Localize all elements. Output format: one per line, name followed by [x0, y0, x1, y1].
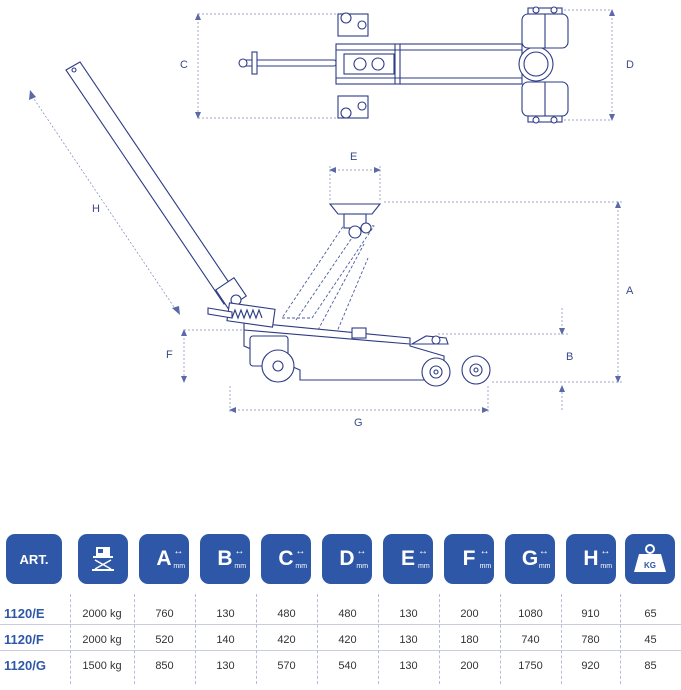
- header-dim-a: A↔ mm: [139, 534, 189, 584]
- col-divider: [500, 594, 501, 684]
- cell-b: 140: [216, 634, 235, 646]
- dim-label-a: A: [626, 285, 634, 297]
- cell-g: 740: [521, 634, 540, 646]
- cell-capacity: 1500 kg: [82, 660, 122, 672]
- cell-c: 570: [277, 660, 296, 672]
- dim-label-e: E: [350, 151, 357, 163]
- row-divider: [0, 624, 681, 625]
- cell-f: 200: [460, 660, 479, 672]
- header-letter-c: C: [278, 547, 294, 570]
- spec-table: ART. A↔mm B↔mm C↔mm D↔mm E↔mm F↔mm G↔mm …: [0, 530, 681, 690]
- header-weight-label: KG: [644, 561, 656, 570]
- dim-label-g: G: [354, 417, 363, 429]
- cell-art: 1120/E: [4, 606, 45, 621]
- header-letter-b: B: [217, 547, 233, 570]
- cell-f: 200: [460, 608, 479, 620]
- cell-h: 920: [581, 660, 600, 672]
- col-divider: [317, 594, 318, 684]
- dim-label-d: D: [626, 59, 634, 71]
- header-letter-d: D: [339, 547, 355, 570]
- double-arrow-icon: ↔: [600, 546, 611, 557]
- col-divider: [439, 594, 440, 684]
- double-arrow-icon: ↔: [356, 546, 367, 557]
- cell-f: 180: [460, 634, 479, 646]
- cell-a: 760: [155, 608, 174, 620]
- cell-kg: 65: [644, 608, 657, 620]
- table-row: 1120/F 2000 kg 520 140 420 420 130 180 7…: [0, 628, 681, 652]
- header-unit-g: mm: [538, 563, 551, 570]
- cell-art: 1120/G: [4, 658, 46, 673]
- col-divider: [256, 594, 257, 684]
- cell-c: 480: [277, 608, 296, 620]
- cell-b: 130: [216, 660, 235, 672]
- header-letter-e: E: [400, 547, 415, 570]
- header-unit-d: mm: [356, 563, 369, 570]
- cell-c: 420: [277, 634, 296, 646]
- double-arrow-icon: ↔: [234, 546, 245, 557]
- header-dim-f: F↔ mm: [444, 534, 494, 584]
- double-arrow-icon: ↔: [538, 546, 549, 557]
- cell-e: 130: [399, 608, 418, 620]
- row-divider: [0, 650, 681, 651]
- dim-label-b: B: [566, 351, 573, 363]
- col-divider: [561, 594, 562, 684]
- table-row: 1120/E 2000 kg 760 130 480 480 130 200 1…: [0, 602, 681, 626]
- double-arrow-icon: ↔: [295, 546, 306, 557]
- double-arrow-icon: ↔: [417, 546, 428, 557]
- dim-label-h: H: [92, 203, 100, 215]
- col-divider: [70, 594, 71, 684]
- table-row: 1120/G 1500 kg 850 130 570 540 130 200 1…: [0, 654, 681, 678]
- col-divider: [195, 594, 196, 684]
- jack-technical-drawing: C D: [29, 6, 634, 429]
- cell-h: 780: [581, 634, 600, 646]
- cell-d: 420: [338, 634, 357, 646]
- dim-label-f: F: [166, 349, 173, 361]
- header-unit-a: mm: [173, 563, 186, 570]
- header-dim-d: D↔ mm: [322, 534, 372, 584]
- cell-h: 910: [581, 608, 600, 620]
- header-letter-g: G: [521, 547, 539, 570]
- cell-e: 130: [399, 660, 418, 672]
- top-view: C D: [180, 6, 634, 124]
- cell-d: 480: [338, 608, 357, 620]
- weight-icon: KG: [634, 544, 666, 572]
- header-unit-c: mm: [295, 563, 308, 570]
- header-unit-f: mm: [479, 563, 492, 570]
- cell-kg: 85: [644, 660, 657, 672]
- cell-capacity: 2000 kg: [82, 634, 122, 646]
- header-letter-a: A: [156, 547, 172, 570]
- lift-capacity-icon: [92, 547, 114, 571]
- cell-b: 130: [216, 608, 235, 620]
- col-divider: [620, 594, 621, 684]
- double-arrow-icon: ↔: [479, 546, 490, 557]
- header-dim-g: G↔ mm: [505, 534, 555, 584]
- cell-a: 850: [155, 660, 174, 672]
- double-arrow-icon: ↔: [173, 546, 184, 557]
- header-letter-f: F: [462, 547, 476, 570]
- cell-kg: 45: [644, 634, 657, 646]
- cell-e: 130: [399, 634, 418, 646]
- dim-label-c: C: [180, 59, 188, 71]
- header-unit-b: mm: [234, 563, 247, 570]
- cell-g: 1750: [518, 660, 543, 672]
- cell-a: 520: [155, 634, 174, 646]
- cell-art: 1120/F: [4, 632, 44, 647]
- header-unit-e: mm: [417, 563, 430, 570]
- cell-g: 1080: [518, 608, 543, 620]
- header-dim-b: B↔ mm: [200, 534, 250, 584]
- side-view: E A B F G H: [29, 61, 634, 429]
- cell-d: 540: [338, 660, 357, 672]
- header-letter-h: H: [583, 547, 599, 570]
- header-dim-e: E↔ mm: [383, 534, 433, 584]
- header-dim-c: C↔ mm: [261, 534, 311, 584]
- cell-capacity: 2000 kg: [82, 608, 122, 620]
- header-unit-h: mm: [600, 563, 613, 570]
- header-capacity: [78, 534, 128, 584]
- header-dim-h: H↔ mm: [566, 534, 616, 584]
- header-weight: KG: [625, 534, 675, 584]
- col-divider: [134, 594, 135, 684]
- header-art: ART.: [6, 534, 62, 584]
- col-divider: [378, 594, 379, 684]
- header-art-label: ART.: [19, 551, 49, 567]
